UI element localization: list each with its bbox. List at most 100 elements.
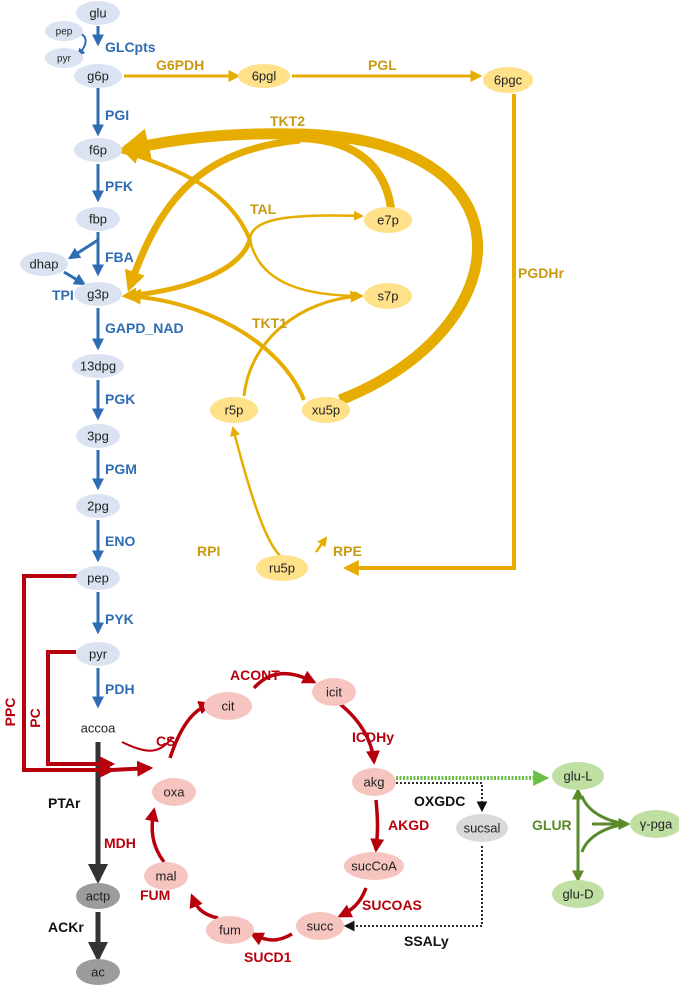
node-pg3-label: 3pg (87, 429, 109, 444)
node-pep-shape (76, 566, 120, 590)
arrow-sucoas (337, 887, 368, 918)
node-g6p-shape (74, 64, 122, 88)
label-eno: ENO (105, 533, 135, 549)
node-g3p-label: g3p (87, 287, 109, 302)
node-succoa: sucCoA (344, 852, 404, 880)
node-pep_small-shape (45, 21, 83, 41)
node-dhap-label: dhap (30, 257, 59, 272)
arrow-tal-e7p (248, 210, 364, 241)
node-succ-shape (296, 912, 344, 940)
node-actp-label: actp (86, 889, 111, 904)
node-actp-shape (76, 883, 120, 909)
node-gluD-label: glu-D (562, 887, 593, 902)
acetate-labels: PTAr ACKr OXGDC SSALy (48, 793, 465, 949)
node-oxa-shape (152, 778, 196, 806)
label-glur: GLUR (532, 817, 572, 833)
label-oxgdc: OXGDC (414, 793, 465, 809)
node-akg: akg (352, 768, 396, 796)
node-dpg13-label: 13dpg (80, 359, 116, 374)
node-pyr-shape (76, 642, 120, 666)
node-sucsal-shape (456, 814, 508, 842)
node-pep_small: pep (45, 21, 83, 41)
glycolysis-arrows (63, 26, 104, 709)
arrow-tkt2-e7p-f6p (299, 134, 396, 221)
arrow-rpi (230, 426, 307, 568)
arrow-icdhy (338, 702, 380, 765)
node-cit-label: cit (222, 699, 235, 714)
node-pgc6-label: 6pgc (494, 73, 523, 88)
tca-labels: ACONT ICDHy CS AKGD SUCOAS SUCD1 FUM MDH… (2, 667, 429, 965)
arrow-ppc-tail (111, 760, 154, 777)
arrow-cs-accoa (121, 737, 173, 752)
label-acont: ACONT (230, 667, 280, 683)
glutamate-labels: GLUR (532, 817, 572, 833)
label-cs: CS (156, 733, 175, 749)
node-pyr: pyr (76, 642, 120, 666)
node-pyr_small: pyr (45, 48, 83, 68)
node-gluD: glu-D (552, 880, 604, 908)
node-icit-shape (312, 678, 356, 706)
node-gluL-label: glu-L (564, 769, 593, 784)
label-gapd-nad: GAPD_NAD (105, 320, 184, 336)
node-pgc6: 6pgc (483, 67, 533, 93)
label-ssaly: SSALy (404, 933, 449, 949)
label-sucd1: SUCD1 (244, 949, 292, 965)
node-cit: cit (204, 692, 252, 720)
node-oxa-label: oxa (164, 785, 186, 800)
node-fum: fum (206, 916, 254, 944)
node-r5p-shape (210, 397, 258, 423)
node-icit: icit (312, 678, 356, 706)
node-mal-label: mal (156, 869, 177, 884)
arrow-ssaly (343, 846, 483, 932)
node-akg-shape (352, 768, 396, 796)
node-succ: succ (296, 912, 344, 940)
node-pgl6-shape (238, 64, 290, 88)
label-pgk: PGK (105, 391, 135, 407)
glutamate-arrows (396, 770, 631, 883)
arrow-pc (46, 650, 116, 772)
arrow-cs (168, 700, 213, 759)
node-f6p: f6p (74, 138, 122, 162)
node-sucsal-label: sucsal (464, 821, 501, 836)
arrow-tkt2-xu5p-f6p (116, 128, 484, 406)
node-ac: ac (76, 959, 120, 985)
gaba-shunt-arrows (343, 782, 488, 932)
arrow-tkt2-g3p (124, 136, 301, 292)
node-pgl6: 6pgl (238, 64, 290, 88)
node-dpg13-shape (72, 354, 124, 378)
node-pg3: 3pg (76, 424, 120, 448)
label-tpi: TPI (52, 287, 74, 303)
glycolysis-labels: GLCpts PGI PFK FBA TPI GAPD_NAD PGK PGM … (52, 39, 184, 697)
label-ptar: PTAr (48, 795, 81, 811)
node-ru5p-label: ru5p (269, 561, 295, 576)
ppp-arrows (116, 70, 516, 576)
label-icdhy: ICDHy (352, 729, 394, 745)
node-accoa-shape (72, 715, 124, 741)
node-gluL-shape (552, 762, 604, 790)
node-s7p: s7p (364, 283, 412, 309)
arrow-oxgdc (396, 782, 488, 813)
node-g3p-shape (74, 282, 122, 306)
node-accoa-label: accoa (81, 721, 116, 736)
label-g6pdh: G6PDH (156, 57, 204, 73)
label-rpe: RPE (333, 543, 362, 559)
label-pyk: PYK (105, 611, 134, 627)
node-succoa-shape (344, 852, 404, 880)
node-e7p: e7p (364, 207, 412, 233)
node-xu5p-label: xu5p (312, 403, 340, 418)
label-tkt2: TKT2 (270, 113, 305, 129)
node-ru5p-shape (256, 555, 308, 581)
node-f6p-label: f6p (89, 143, 107, 158)
node-ypga-shape (630, 810, 679, 838)
label-pdh: PDH (105, 681, 135, 697)
node-fum-shape (206, 916, 254, 944)
node-accoa: accoa (72, 715, 124, 741)
label-fum: FUM (140, 887, 170, 903)
arrow-tkt1-r5p (242, 290, 363, 397)
arrow-glur-ypga-up (580, 795, 627, 826)
arrow-rpe (314, 536, 328, 553)
arrow-fum (189, 893, 219, 920)
label-pgl: PGL (368, 57, 397, 73)
label-ackr: ACKr (48, 919, 84, 935)
